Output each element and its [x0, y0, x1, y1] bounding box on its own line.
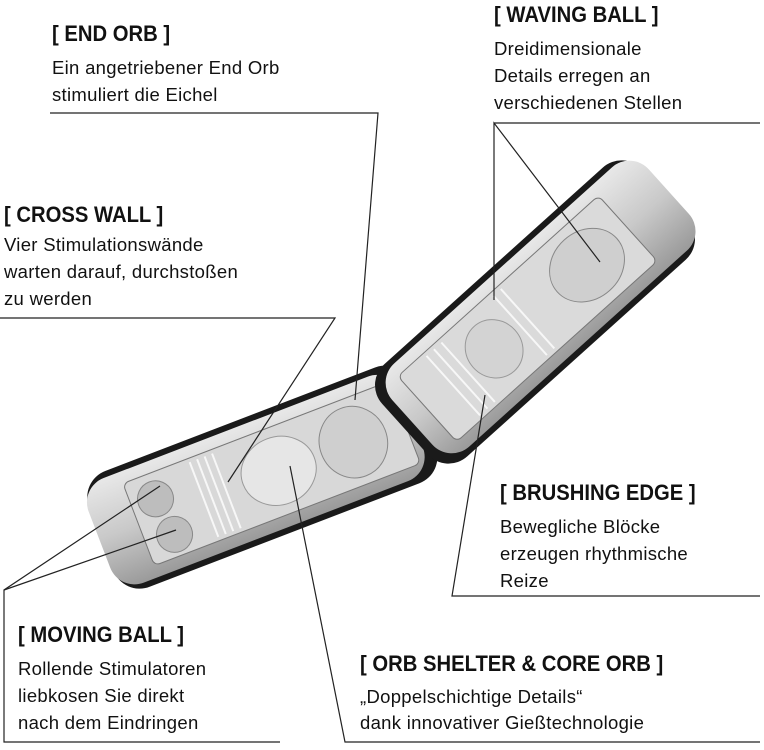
callout-line: Details erregen an — [494, 65, 651, 86]
callout-line: Bewegliche Blöcke — [500, 516, 661, 537]
callout-line: warten darauf, durchstoßen — [4, 261, 239, 282]
callout-cross-wall: [ CROSS WALL ] Vier Stimulationswände war… — [4, 203, 238, 312]
moving-ball-1 — [137, 480, 175, 518]
callout-line: Dreidimensionale — [494, 38, 642, 59]
callout-line: nach dem Eindringen — [18, 712, 199, 733]
callout-line: stimuliert die Eichel — [52, 84, 218, 105]
callout-line: erzeugen rhythmische — [500, 543, 689, 564]
core-orb — [240, 435, 317, 506]
callout-title: [ CROSS WALL ] — [4, 202, 164, 227]
callout-line: liebkosen Sie direkt — [18, 685, 185, 706]
callout-line: verschiedenen Stellen — [494, 92, 683, 113]
callout-end-orb: [ END ORB ] Ein angetriebener End Orb sti… — [52, 22, 280, 108]
callout-line: Vier Stimulationswände — [4, 234, 204, 255]
callout-title: [ BRUSHING EDGE ] — [500, 480, 696, 505]
callout-title: [ ORB SHELTER & CORE ORB ] — [360, 651, 664, 676]
callout-line: Rollende Stimulatoren — [18, 658, 207, 679]
callout-moving-ball: [ MOVING BALL ] Rollende Stimulatoren lie… — [18, 623, 206, 736]
end-orb — [318, 405, 389, 479]
callout-line: zu werden — [4, 288, 93, 309]
callout-brushing-edge: [ BRUSHING EDGE ] Bewegliche Blöcke erzeu… — [500, 481, 713, 594]
callout-title: [ END ORB ] — [52, 21, 171, 46]
callout-orb-shelter-core-orb: [ ORB SHELTER & CORE ORB ] „Doppelschich… — [360, 652, 690, 736]
moving-ball-2 — [156, 515, 194, 553]
callout-line: „Doppelschichtige Details“ — [360, 686, 583, 707]
right-module — [375, 160, 696, 464]
callout-title: [ MOVING BALL ] — [18, 622, 185, 647]
callout-title: [ WAVING BALL ] — [494, 2, 659, 27]
callout-line: Ein angetriebener End Orb — [52, 57, 280, 78]
callout-line: Reize — [500, 570, 549, 591]
callout-line: dank innovativer Gießtechnologie — [360, 712, 645, 733]
leader-lines — [0, 112, 760, 743]
